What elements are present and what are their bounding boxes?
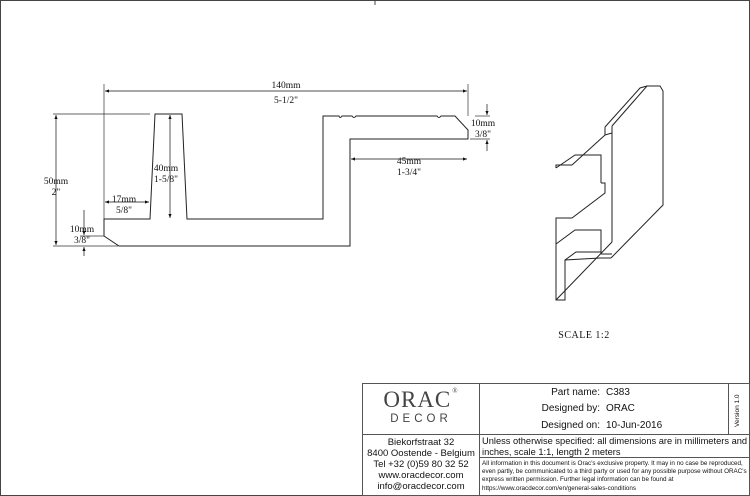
dim-step-mm: 45mm [397, 157, 422, 167]
dim-width-in: 5-1/2" [274, 96, 298, 106]
legal-cell: All information in this document is Orac… [480, 458, 750, 496]
dim-step-in: 1-3/4" [397, 168, 421, 178]
designed-on-label: Designed on: [541, 420, 600, 431]
part-info-cell: Part name: C383 Designed by: ORAC Design… [480, 383, 728, 435]
dim-inner-mm: 40mm [154, 164, 179, 174]
dim-base-in: 3/8" [74, 236, 90, 246]
scale-label: SCALE 1:2 [558, 330, 609, 341]
legal-notice: All information in this document is Orac… [482, 460, 747, 492]
spec-note: Unless otherwise specified: all dimensio… [482, 436, 748, 457]
dim-top-in: 3/8" [475, 130, 491, 140]
designed-on-value: 10-Jun-2016 [606, 420, 663, 431]
part-name-label: Part name: [551, 387, 600, 398]
dim-slot-in: 5/8" [116, 206, 132, 216]
dimension-lines [54, 89, 489, 256]
dim-slot-mm: 17mm [112, 195, 137, 205]
dim-base-mm: 10mm [70, 225, 95, 235]
address-phone: Tel +32 (0)59 80 32 52 [373, 459, 469, 470]
orac-logo: ORAC® [383, 387, 459, 412]
version-label: Version 1.0 [734, 394, 741, 427]
dim-inner-in: 1-5/8" [154, 175, 178, 185]
designed-on-row: Designed on: 10-Jun-2016 [480, 419, 728, 432]
dim-height-in: 2" [52, 188, 61, 198]
dim-width-mm: 140mm [271, 81, 301, 91]
version-cell: Version 1.0 [728, 383, 750, 435]
logo-cell: ORAC® DECOR [362, 383, 480, 435]
title-block: ORAC® DECOR Biekorfstraat 32 8400 Oosten… [362, 383, 750, 496]
part-name-value: C383 [606, 387, 630, 398]
address-city: 8400 Oostende - Belgium [367, 448, 475, 459]
address-website[interactable]: www.oracdecor.com [378, 470, 464, 481]
isometric-view [555, 85, 664, 301]
designed-by-row: Designed by: ORAC [480, 402, 728, 415]
designed-by-label: Designed by: [541, 403, 600, 414]
address-email[interactable]: info@oracdecor.com [377, 481, 465, 492]
dim-height-mm: 50mm [44, 177, 69, 187]
part-name-row: Part name: C383 [480, 386, 728, 399]
decor-logo-text: DECOR [390, 413, 452, 425]
extension-lines [53, 84, 490, 247]
profile-section [103, 113, 469, 247]
designed-by-value: ORAC [606, 403, 635, 414]
spec-cell: Unless otherwise specified: all dimensio… [480, 435, 750, 458]
dim-top-mm: 10mm [471, 119, 496, 129]
address-cell: Biekorfstraat 32 8400 Oostende - Belgium… [362, 435, 480, 496]
address-street: Biekorfstraat 32 [387, 437, 455, 448]
